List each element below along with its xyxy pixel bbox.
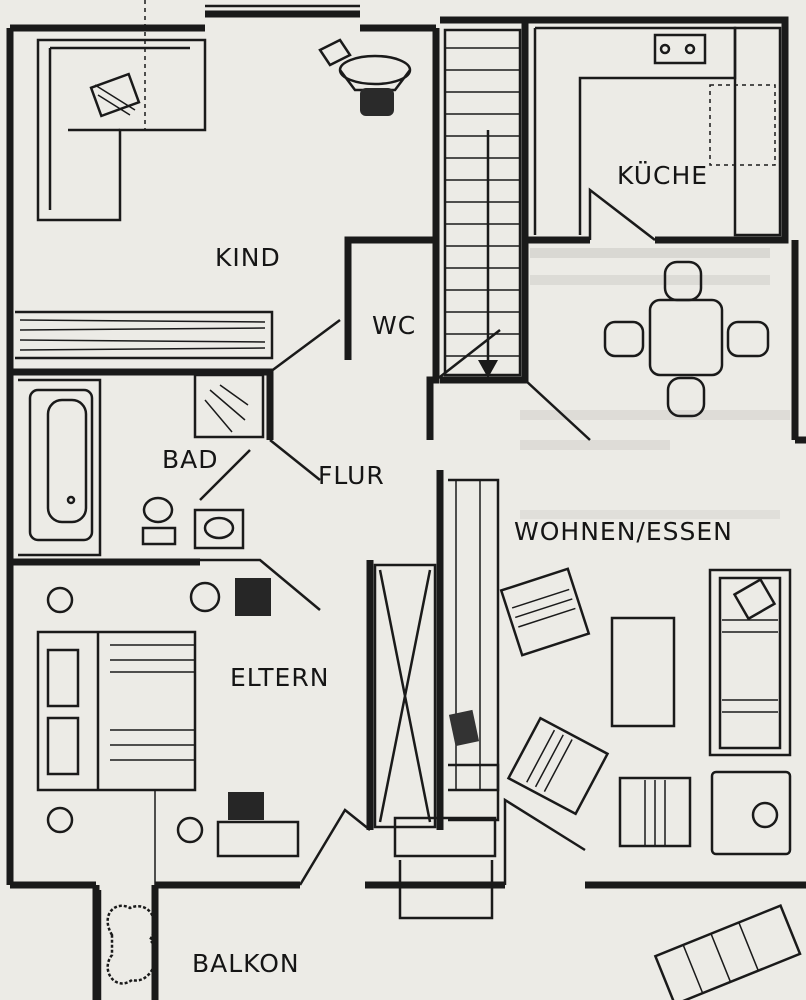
bedroom-furniture — [36, 563, 497, 920]
room-labels: KIND KÜCHE WC BAD FLUR WOHNEN/ESSEN ELTE… — [162, 161, 733, 978]
outer-wall-top — [10, 10, 436, 32]
walls — [6, 4, 806, 1000]
room-label-eltern: ELTERN — [230, 663, 329, 692]
kind-furniture — [15, 0, 412, 360]
room-label-bad: BAD — [162, 445, 219, 474]
balcony-rail — [92, 885, 159, 1000]
balcony-furniture — [106, 903, 802, 1000]
living-furniture — [448, 260, 792, 856]
bath-furniture — [18, 373, 265, 557]
bleed-through-text — [520, 248, 790, 519]
room-label-kind: KIND — [215, 243, 281, 272]
kitchen-furniture — [533, 26, 782, 237]
room-label-wc: WC — [372, 311, 416, 340]
staircase — [443, 28, 522, 378]
room-label-wohnen-essen: WOHNEN/ESSEN — [514, 517, 733, 546]
room-label-balkon: BALKON — [192, 949, 300, 978]
door-swings — [199, 187, 656, 886]
room-label-kueche: KÜCHE — [617, 161, 708, 190]
room-label-flur: FLUR — [318, 461, 385, 490]
